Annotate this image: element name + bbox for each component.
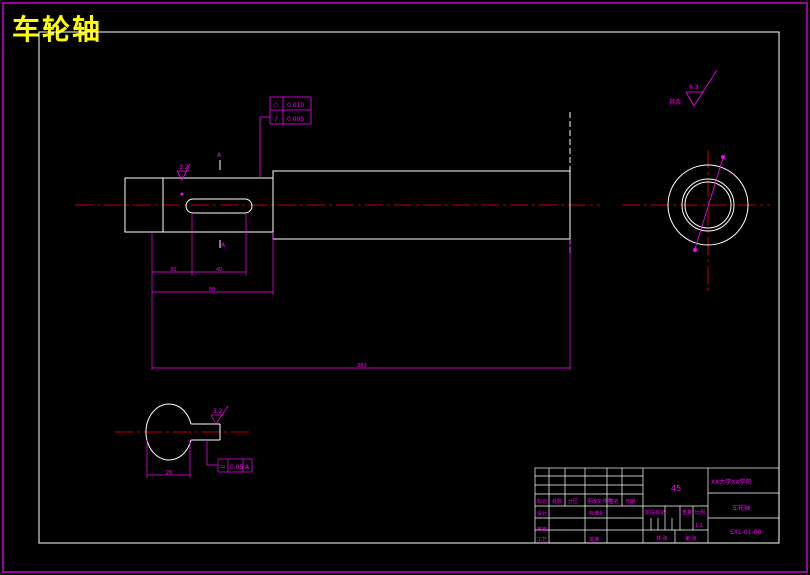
section-tol-value: 0.05 <box>230 464 244 471</box>
dim-d1: 30 <box>170 267 176 273</box>
section-tol-symbol: = <box>220 463 226 471</box>
tb-label-zone: 分区 <box>568 498 578 505</box>
roughness-symbol-right <box>685 69 718 107</box>
roughness-symbol-main <box>176 163 191 181</box>
section-label-top: A <box>217 152 222 159</box>
tb-label-mark: 标记 <box>537 498 547 505</box>
inner-frame <box>38 31 780 544</box>
section-dim-width: 26 <box>166 470 172 476</box>
tb-label-review: 审核 <box>537 526 547 533</box>
tb-label-weight: 重量 <box>682 509 692 516</box>
tb-label-sheets-total: 共 张 <box>656 535 668 542</box>
dim-d2: 40 <box>216 267 222 273</box>
roughness-leader-dot <box>180 192 184 196</box>
tol-row1-symbol: ◇ <box>273 101 279 109</box>
tb-label-standard: 标准化 <box>589 510 604 517</box>
roughness-right-value: 6.3 <box>689 84 699 91</box>
tb-label-design: 设计 <box>537 510 547 517</box>
tb-label-process: 工艺 <box>537 537 547 543</box>
roughness-right-label: 其余 <box>669 98 681 106</box>
end-view <box>622 150 770 295</box>
tb-scale-value: 1:1 <box>695 523 703 529</box>
tb-label-count: 处数 <box>552 498 562 505</box>
section-roughness-value: 3.2 <box>213 408 223 415</box>
tb-label-stage: 阶段标记 <box>645 509 665 516</box>
tol-row1-value: 0.010 <box>287 102 304 109</box>
dimension-lines <box>151 213 571 370</box>
dim-d4: 380 <box>357 363 367 369</box>
tb-school: XX大学XX学院 <box>711 478 751 486</box>
section-label-bottom: A <box>221 242 226 249</box>
dim-d3: 80 <box>209 287 215 293</box>
section-tol-datum: A <box>245 464 250 471</box>
tb-drawing-no: SX1-01-00 <box>730 529 762 536</box>
tb-label-date: 日期 <box>625 499 635 505</box>
tb-label-change-doc: 更改文件号 <box>587 498 612 505</box>
tol-row2-value: 0.005 <box>287 116 304 123</box>
drawing-title: 车轮轴 <box>12 13 103 46</box>
tb-part-name: 车轮轴 <box>732 504 750 512</box>
tol-row2-symbol: / <box>275 115 278 123</box>
tb-material: 45 <box>671 484 681 493</box>
roughness-main-value: 3.2 <box>179 164 189 171</box>
tb-label-scale: 比例 <box>695 509 705 516</box>
tb-label-approve: 批准 <box>589 536 599 543</box>
tb-label-sign: 签名 <box>609 498 619 505</box>
title-block <box>534 467 780 544</box>
tb-label-sheet-no: 第 张 <box>685 535 697 542</box>
section-view <box>115 403 253 478</box>
tolerance-frame <box>259 96 312 178</box>
